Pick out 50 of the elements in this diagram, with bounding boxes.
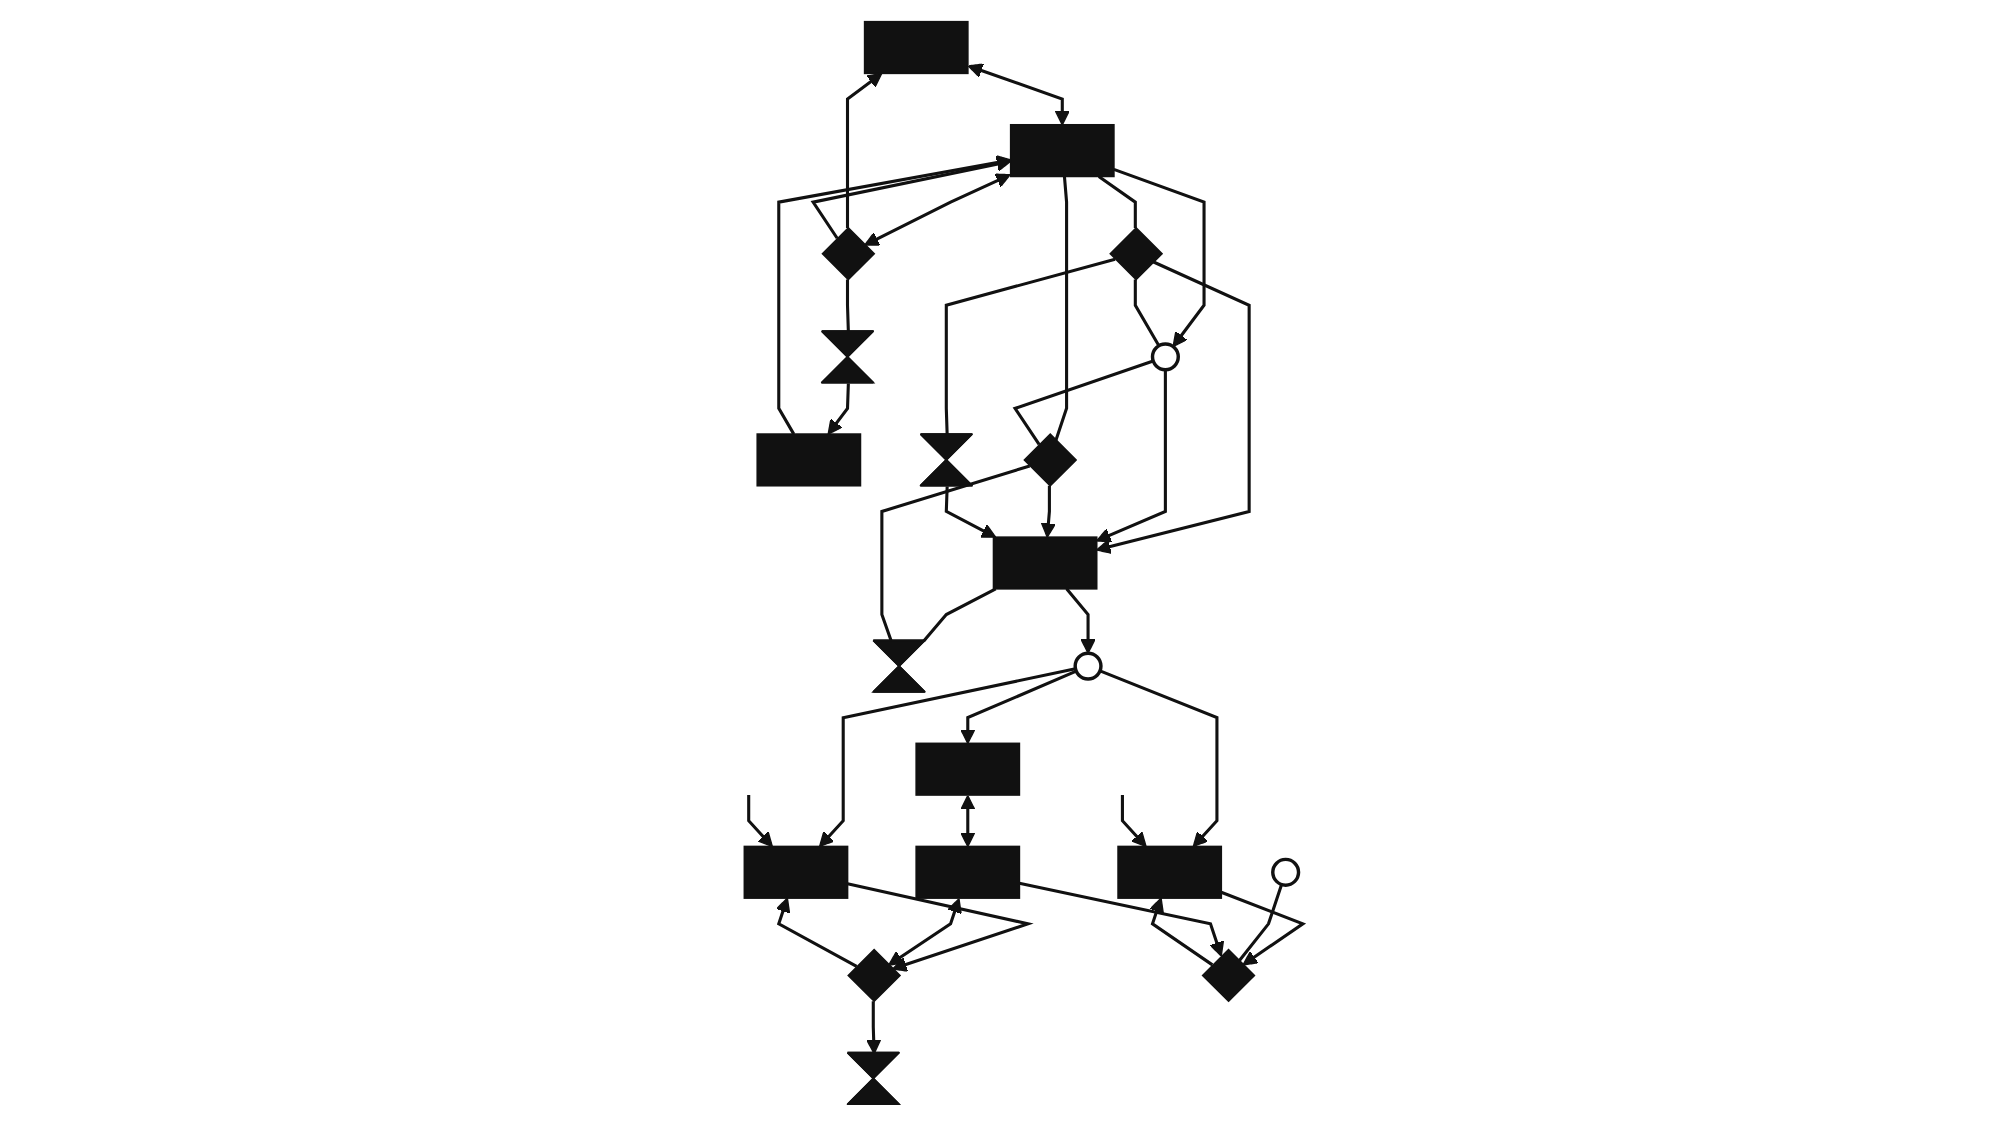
arrow: [777, 155, 1012, 435]
arrow: [747, 794, 773, 848]
arrow: [1040, 485, 1056, 538]
arrow: [960, 669, 1077, 745]
node-circle: [1150, 342, 1180, 372]
arrow: [847, 882, 1034, 972]
node-box: [1117, 845, 1223, 899]
connector: [1097, 175, 1137, 228]
node-box: [756, 433, 862, 487]
node-circle: [1073, 651, 1103, 681]
arrow: [960, 794, 976, 848]
node-diamond: [1023, 432, 1078, 487]
arrow: [944, 486, 997, 538]
connector: [1133, 279, 1161, 347]
arrow: [1095, 369, 1167, 543]
connector: [922, 587, 997, 643]
connector: [1012, 359, 1154, 446]
connector: [1054, 176, 1069, 442]
node-box: [992, 536, 1098, 590]
node-box: [743, 845, 849, 899]
arrow: [888, 898, 962, 966]
arrow: [1099, 669, 1219, 848]
node-box: [915, 845, 1021, 899]
arrow: [775, 897, 858, 968]
arrow: [1065, 587, 1096, 654]
connector: [944, 257, 1116, 436]
node-circle: [1271, 857, 1301, 887]
arrow: [1220, 890, 1307, 966]
node-box: [863, 20, 969, 75]
arrow: [864, 173, 1011, 246]
node-diamond: [847, 948, 902, 1003]
node-box: [1009, 124, 1115, 178]
node-box: [915, 742, 1021, 796]
arrow: [845, 72, 883, 228]
arrow: [1095, 260, 1251, 554]
connector: [1237, 884, 1284, 962]
node-diamond: [821, 226, 876, 281]
node-diamond: [1201, 948, 1256, 1003]
arrow: [866, 1001, 882, 1055]
arrow: [810, 156, 1012, 240]
node-diamond: [1109, 226, 1164, 281]
arrow: [1113, 167, 1206, 348]
connector: [845, 279, 850, 332]
connector: [880, 464, 1031, 642]
arrow: [1019, 881, 1225, 957]
arrow: [967, 63, 1070, 126]
arrow: [818, 667, 1076, 848]
arrow: [827, 383, 850, 435]
arrow: [1120, 794, 1147, 848]
arrow: [1149, 897, 1214, 967]
